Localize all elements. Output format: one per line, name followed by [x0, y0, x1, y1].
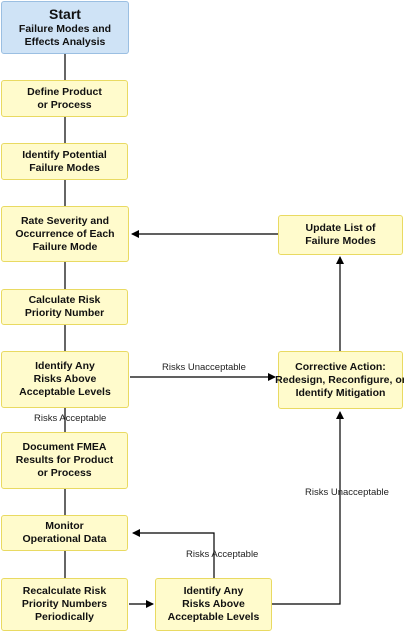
- node-identify-failure-modes: Identify Potential Failure Modes: [1, 143, 128, 180]
- document-line-3: or Process: [37, 467, 92, 479]
- node-define-product: Define Product or Process: [1, 80, 128, 117]
- corrective-line-2: Redesign, Reconfigure, or: [275, 373, 404, 386]
- define-line-2: or Process: [37, 98, 92, 111]
- node-corrective-action: Corrective Action: Redesign, Reconfigure…: [275, 351, 404, 409]
- identify-risks-2-line-1: Identify Any: [183, 585, 244, 597]
- monitor-line-2: Operational Data: [22, 533, 107, 545]
- rate-line-3: Failure Mode: [32, 240, 98, 253]
- start-line-2: Effects Analysis: [24, 36, 106, 48]
- calculate-line-1: Calculate Risk: [28, 294, 101, 306]
- define-line-1: Define Product: [27, 85, 102, 98]
- node-update-failure-modes: Update List of Failure Modes: [278, 215, 403, 255]
- rate-line-2: Occurrence of Each: [15, 227, 115, 240]
- node-recalculate-rpn: Recalculate Risk Priority Numbers Period…: [1, 578, 128, 631]
- corrective-line-3: Identify Mitigation: [295, 386, 386, 399]
- document-line-1: Document FMEA: [22, 441, 107, 453]
- arrow-identify-to-corrective: [272, 411, 344, 605]
- corrective-line-1: Corrective Action:: [295, 360, 386, 373]
- node-calculate-rpn: Calculate Risk Priority Number: [1, 289, 128, 325]
- arrow-identify-to-monitor: [132, 529, 215, 578]
- calculate-line-2: Priority Number: [24, 307, 105, 319]
- identify-risks-line-1: Identify Any: [35, 360, 95, 372]
- recalculate-line-1: Recalculate Risk: [22, 585, 107, 597]
- identify-risks-2-line-2: Risks Above: [182, 598, 245, 610]
- node-identify-risks: Identify Any Risks Above Acceptable Leve…: [1, 351, 129, 408]
- start-title: Start: [49, 6, 81, 22]
- label-risks-unacceptable-2: Risks Unacceptable: [305, 487, 389, 498]
- identify-risks-line-2: Risks Above: [33, 373, 97, 385]
- node-monitor-data: Monitor Operational Data: [1, 515, 128, 551]
- identify-failure-line-1: Identify Potential: [22, 148, 107, 161]
- monitor-line-1: Monitor: [45, 520, 84, 532]
- label-risks-unacceptable-1: Risks Unacceptable: [162, 362, 246, 373]
- recalculate-line-2: Priority Numbers: [21, 598, 108, 610]
- recalculate-line-3: Periodically: [35, 611, 94, 623]
- label-risks-acceptable-2: Risks Acceptable: [186, 549, 259, 560]
- identify-risks-line-3: Acceptable Levels: [19, 386, 111, 398]
- update-line-1: Update List of: [305, 222, 376, 234]
- document-line-2: Results for Product: [15, 454, 114, 466]
- update-line-2: Failure Modes: [305, 235, 376, 247]
- start-line-1: Failure Modes and: [18, 23, 112, 35]
- node-rate-severity: Rate Severity and Occurrence of Each Fai…: [1, 206, 129, 262]
- label-risks-acceptable-1: Risks Acceptable: [34, 413, 107, 424]
- node-identify-risks-2: Identify Any Risks Above Acceptable Leve…: [155, 578, 272, 631]
- rate-line-1: Rate Severity and: [20, 214, 110, 227]
- node-start: Start Failure Modes and Effects Analysis: [1, 1, 129, 54]
- identify-failure-line-2: Failure Modes: [29, 161, 100, 174]
- node-document-fmea: Document FMEA Results for Product or Pro…: [1, 432, 128, 489]
- identify-risks-2-line-3: Acceptable Levels: [167, 611, 260, 623]
